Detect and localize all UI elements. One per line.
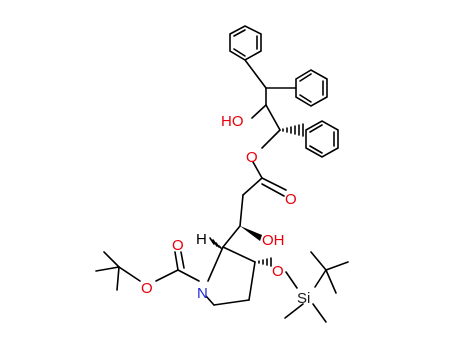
hashed-wedge-osilyl — [258, 257, 272, 267]
phenyl-ring-right — [265, 69, 328, 107]
hashed-wedge-h — [209, 237, 222, 249]
atom-label-boc-carbonyl-oxygen: O — [172, 237, 184, 254]
pyrrolidine-ring — [205, 246, 256, 306]
atom-label-stereo-hydrogen: H — [196, 231, 207, 248]
atom-label-hydroxy-middle: OH — [262, 232, 285, 249]
phenyl-ring-lower-right — [305, 120, 339, 158]
phenyl-ring-top — [229, 25, 267, 89]
atom-label-hydroxy-top: HO — [221, 113, 244, 130]
atom-label-boc-ester-oxygen: O — [141, 280, 153, 297]
atom-label-ring-nitrogen: N — [197, 285, 208, 302]
atom-label-carbonyl-oxygen: O — [285, 191, 297, 208]
atom-label-silyl-ether-oxygen: O — [272, 263, 284, 280]
atom-label-ester-oxygen: O — [246, 149, 258, 166]
hashed-wedge-benzylic — [282, 123, 304, 137]
bond-c-oh — [251, 104, 267, 119]
atom-label-silicon: Si — [297, 290, 310, 307]
wedge-bond-oh — [240, 226, 262, 241]
